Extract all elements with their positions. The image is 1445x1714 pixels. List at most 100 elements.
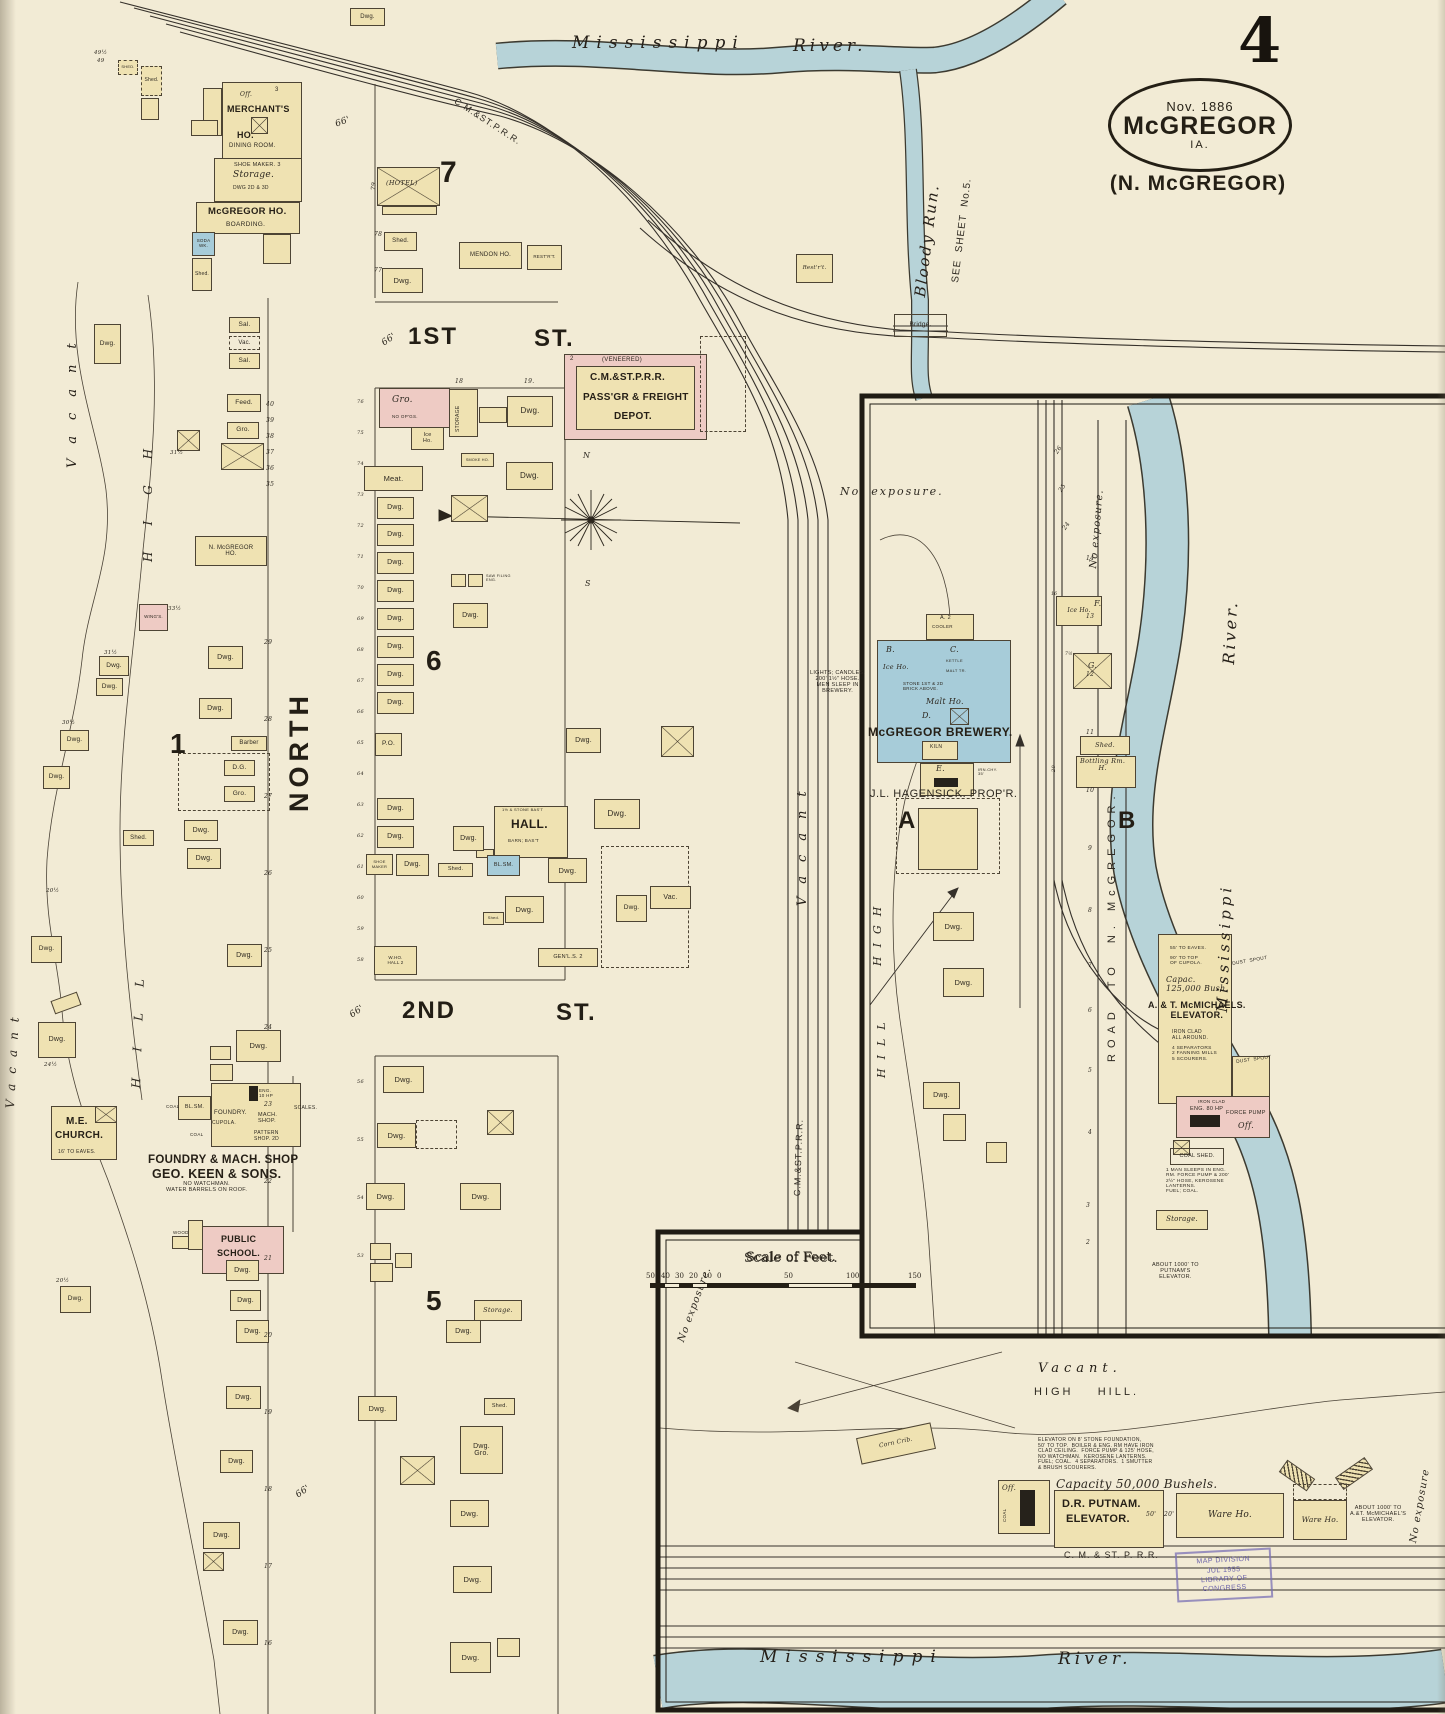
scale-tick: 0 bbox=[717, 1272, 722, 1280]
engine-box bbox=[249, 1086, 258, 1101]
hall-steps bbox=[476, 849, 494, 858]
dwelling: Dwg. bbox=[226, 1260, 259, 1281]
putnam-50: 50' bbox=[1146, 1511, 1157, 1518]
block-1: 1 bbox=[170, 728, 186, 759]
outbuilding bbox=[986, 1142, 1007, 1163]
lot: 61 bbox=[357, 864, 364, 870]
dwelling: Dwg. bbox=[460, 1183, 501, 1210]
dwelling: Dwg. bbox=[377, 636, 414, 658]
outbuilding bbox=[497, 1638, 520, 1657]
river-label-top-2: River. bbox=[793, 36, 867, 56]
lot: 60 bbox=[357, 895, 364, 901]
alternate-name: (N. McGREGOR) bbox=[1109, 172, 1287, 195]
block-7: 7 bbox=[440, 156, 457, 189]
lot: 63 bbox=[357, 802, 364, 808]
lot: 62 bbox=[357, 833, 364, 839]
scale-label: Scale of Feet. bbox=[746, 1250, 836, 1265]
lot: 35 bbox=[266, 481, 275, 488]
lot: 16 bbox=[264, 1640, 273, 1647]
high-hill-bottom: HIGH HILL. bbox=[1034, 1386, 1140, 1398]
dwelling: Dwg. bbox=[377, 524, 414, 546]
brewery-prop: J.L. HAGENSICK. PROP'R. bbox=[870, 788, 1018, 800]
dwelling: Dwg. bbox=[616, 895, 647, 922]
dwelling: Dwg. bbox=[377, 826, 414, 848]
num: 20½ bbox=[46, 888, 60, 894]
church-note: 16' TO EAVES. bbox=[58, 1149, 96, 1155]
hall-name: HALL. bbox=[511, 817, 548, 831]
dwelling: Dwg. bbox=[505, 896, 544, 923]
elev-machines: 4 SEPARATORS 2 FANNING MILLS 5 SCOURERS. bbox=[1172, 1046, 1218, 1062]
lot: 6 bbox=[1088, 1007, 1093, 1014]
cooler-label-1: A. 2 bbox=[940, 615, 951, 621]
dwelling: Dwg. bbox=[923, 1082, 960, 1109]
lot: 24 bbox=[264, 1024, 273, 1031]
dwelling: Dwg. bbox=[226, 1386, 261, 1409]
dwelling: Dwg. bbox=[377, 580, 414, 602]
foundry-name-1: FOUNDRY & MACH. SHOP bbox=[148, 1154, 299, 1166]
no-exposure-1: No exposure. bbox=[840, 485, 944, 498]
lot: 67 bbox=[357, 678, 364, 684]
shed: Shed. bbox=[141, 66, 162, 96]
num: 49½ bbox=[94, 50, 108, 56]
hotel bbox=[377, 167, 440, 206]
shed: Shed. bbox=[123, 830, 154, 846]
brewery-note: LIGHTS; CANDLES. 200' 1½" HOSE. MEN SLEE… bbox=[810, 670, 866, 695]
state-abbr: IA. bbox=[1190, 139, 1210, 151]
dwelling: Dwg. bbox=[99, 656, 129, 676]
brewery-cooler bbox=[926, 614, 974, 640]
dwelling: Dwg. bbox=[208, 646, 243, 669]
dwelling: Dwg. bbox=[96, 678, 123, 696]
wood-shed bbox=[172, 1236, 189, 1249]
bottling-room bbox=[1076, 756, 1136, 788]
hall-note-2: BARN; BAS'T bbox=[508, 838, 539, 843]
dwelling: Dwg. bbox=[396, 854, 429, 876]
brewery-kiln: KILN bbox=[930, 744, 943, 750]
smoke-house: SMOKE HO. bbox=[461, 453, 494, 467]
saw-filing-label: SAW FILING ENG. bbox=[486, 574, 511, 583]
x-structure bbox=[221, 443, 264, 470]
x-structure bbox=[251, 117, 268, 134]
merchants-off: Off. bbox=[240, 91, 253, 98]
boiler bbox=[1020, 1490, 1035, 1526]
bottling-num: 20 bbox=[1051, 765, 1057, 772]
gro-note: NO OP'GS. bbox=[392, 414, 418, 419]
lot: 69 bbox=[357, 616, 364, 622]
brewery-kiln-room bbox=[922, 741, 958, 760]
scale-tick: 100 bbox=[846, 1272, 860, 1280]
railroad-tracks bbox=[119, 1, 1445, 1649]
shed: Shed. bbox=[438, 863, 473, 877]
brewery-kettle: KETTLE bbox=[946, 658, 963, 663]
foundry-coal-2: COAL bbox=[190, 1132, 204, 1137]
bldg-g-label: G. bbox=[1088, 661, 1098, 670]
dwelling: Dwg. bbox=[382, 268, 423, 293]
dwelling: Dwg. bbox=[31, 936, 62, 963]
bottling-label: Bottling Rm. H. bbox=[1080, 757, 1126, 773]
dwelling: Dwg. bbox=[506, 462, 553, 490]
dwelling: Dwg. bbox=[220, 1450, 253, 1473]
merchants-dining: DINING ROOM. bbox=[229, 143, 276, 149]
outbuilding bbox=[141, 98, 159, 120]
dwelling: Dwg. bbox=[199, 698, 232, 719]
lot: 13 bbox=[1086, 613, 1095, 620]
grocery: Gro. bbox=[227, 422, 259, 439]
scales-label: SCALES. bbox=[294, 1105, 318, 1111]
lot-outline bbox=[416, 1120, 457, 1149]
shoemaker-label: SHOE MAKER. 3 bbox=[234, 162, 281, 168]
foundry-room-2: CUPOLA. bbox=[212, 1120, 237, 1126]
brewery-hoist bbox=[950, 708, 969, 725]
stone-note: STONE 1ST & 2D BRICK ABOVE. bbox=[903, 681, 944, 692]
brewery-name: McGREGOR BREWERY. bbox=[868, 725, 1013, 739]
river-bottom bbox=[653, 1648, 1445, 1712]
dwelling: Dwg. bbox=[94, 324, 121, 364]
building-g bbox=[1073, 653, 1112, 689]
putnam-elevator bbox=[1054, 1490, 1164, 1548]
x-structure bbox=[451, 495, 488, 522]
school-wood: WOOD bbox=[173, 1230, 189, 1235]
dwelling: Dwg. bbox=[507, 396, 553, 427]
lot: 56 bbox=[357, 1079, 364, 1085]
lot: 8 bbox=[1088, 907, 1093, 914]
foundry-room-3: MACH. SHOP. bbox=[258, 1112, 278, 1125]
lot: 17 bbox=[264, 1563, 273, 1570]
dwelling: Dwg. bbox=[60, 730, 89, 751]
num: 19. bbox=[524, 378, 535, 385]
